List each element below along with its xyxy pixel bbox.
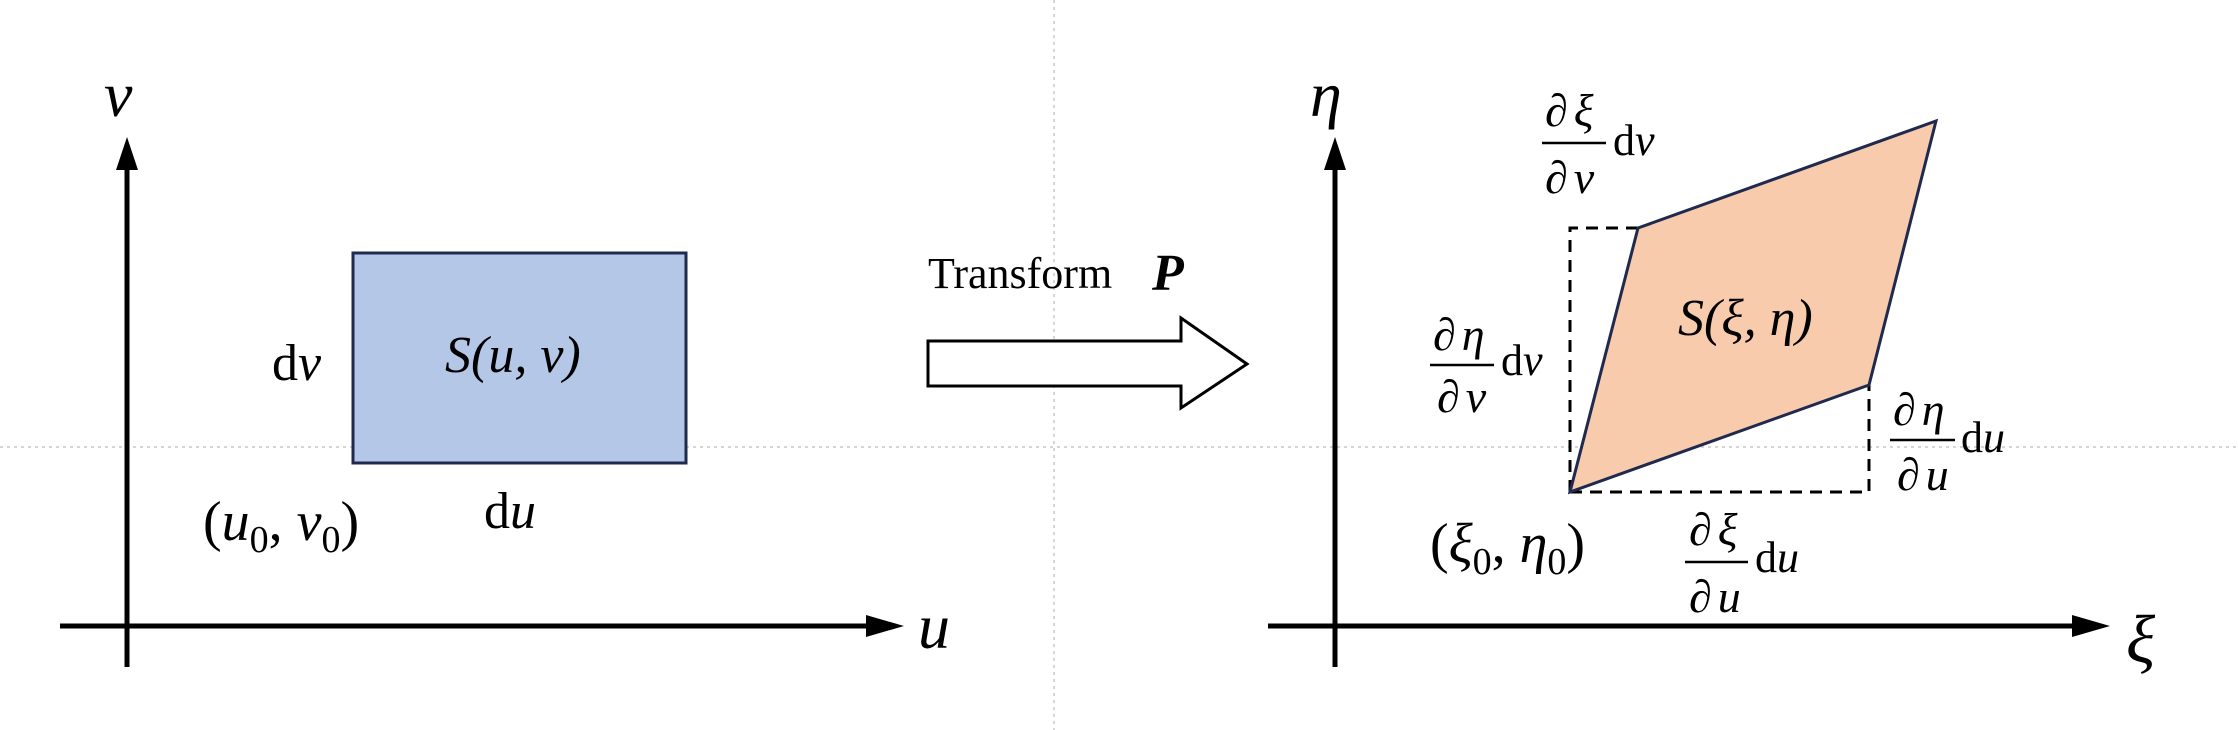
svg-text:dv: dv <box>1501 336 1543 385</box>
transform-label: Transform <box>928 249 1112 298</box>
svg-text:∂η: ∂η <box>1893 384 1945 435</box>
svg-text:∂η: ∂η <box>1433 309 1485 360</box>
svg-text:∂ξ: ∂ξ <box>1689 504 1738 555</box>
xi-axis-arrowhead <box>2072 615 2110 637</box>
u-axis-arrowhead <box>866 615 904 637</box>
v-axis-arrowhead <box>116 137 138 170</box>
dashed-guide-left <box>1568 226 1638 492</box>
svg-text:∂ξ: ∂ξ <box>1545 85 1594 136</box>
svg-text:du: du <box>1961 413 2005 462</box>
transform-arrow <box>926 315 1250 411</box>
svg-text:∂v: ∂v <box>1437 371 1487 422</box>
svg-text:∂v: ∂v <box>1545 152 1595 203</box>
svg-text:∂u: ∂u <box>1689 571 1741 622</box>
origin-label: (u0, v0) <box>203 491 359 561</box>
width-label: du <box>484 483 536 540</box>
transform-arrow-group: Transform P <box>926 245 1250 411</box>
u-axis-label: u <box>918 591 950 662</box>
region-label: S(ξ, η) <box>1678 290 1813 347</box>
eta-axis-label: η <box>1310 59 1342 130</box>
region-parallelogram <box>1567 118 1939 495</box>
partial-eta-u-label: ∂η ∂u du <box>1890 384 2005 500</box>
partial-eta-v-label: ∂η ∂v dv <box>1430 309 1543 422</box>
dashed-guide-bottom <box>1570 385 1871 494</box>
partial-xi-v-label: ∂ξ ∂v dv <box>1542 85 1655 203</box>
svg-text:dv: dv <box>1613 116 1655 165</box>
origin-label: (ξ0, η0) <box>1430 513 1585 583</box>
partial-xi-u-label: ∂ξ ∂u du <box>1685 504 1799 622</box>
left-panel: u v S(u, v) dv du (u0, v0) <box>60 59 950 667</box>
svg-text:du: du <box>1755 533 1799 582</box>
xi-axis-label: ξ <box>2126 601 2156 677</box>
transform-symbol: P <box>1151 245 1185 302</box>
height-label: dv <box>272 335 322 392</box>
svg-text:∂u: ∂u <box>1897 449 1949 500</box>
v-axis-label: v <box>104 59 133 130</box>
region-rectangle <box>351 251 688 465</box>
right-panel: ξ η S(ξ, η) ∂ξ ∂v dv ∂η ∂v dv ∂η ∂u du <box>1268 59 2156 677</box>
region-label: S(u, v) <box>445 327 581 384</box>
eta-axis-arrowhead <box>1324 137 1346 170</box>
